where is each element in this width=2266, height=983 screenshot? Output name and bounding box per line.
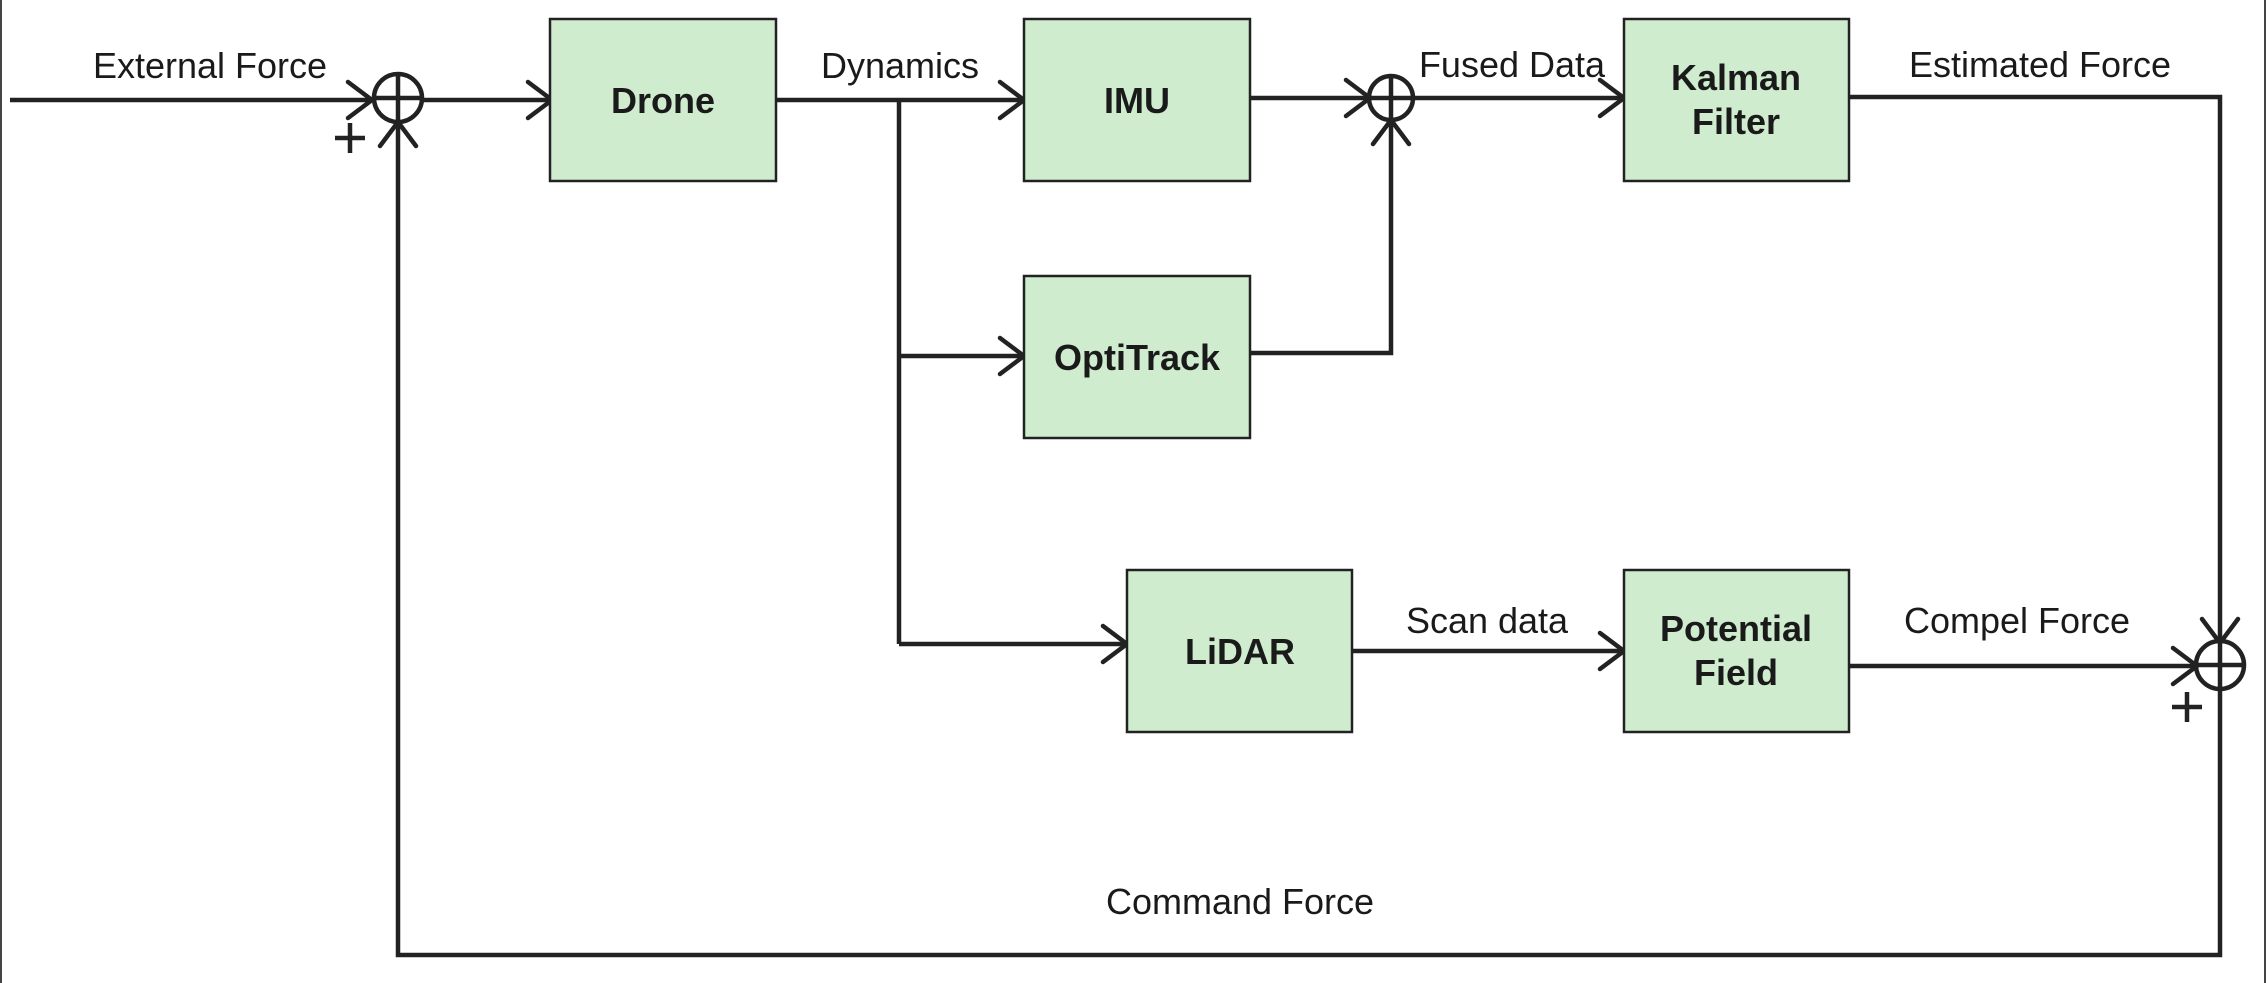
summing-junction-2 xyxy=(1366,73,1416,123)
plus-sign-sum3 xyxy=(2172,692,2202,722)
label-estimated-force: Estimated Force xyxy=(1909,44,2171,85)
block-potential-label-line2: Field xyxy=(1694,652,1778,693)
label-fused-data: Fused Data xyxy=(1419,44,1606,85)
block-optitrack-label: OptiTrack xyxy=(1054,337,1221,378)
block-imu: IMU xyxy=(1022,17,1252,183)
block-potential-field: Potential Field xyxy=(1622,568,1851,734)
block-lidar-label: LiDAR xyxy=(1185,631,1295,672)
right-border xyxy=(2264,0,2266,983)
label-compel-force: Compel Force xyxy=(1904,600,2130,641)
wire-estimated-force xyxy=(1849,94,2223,641)
label-dynamics: Dynamics xyxy=(821,45,979,86)
summing-junction-1 xyxy=(371,71,425,125)
label-external-force: External Force xyxy=(93,45,327,86)
summing-junction-3 xyxy=(2193,638,2247,692)
block-drone: Drone xyxy=(548,17,778,183)
plus-sign-sum1 xyxy=(335,123,365,153)
block-kalman-label-line1: Kalman xyxy=(1671,57,1801,98)
label-scan-data: Scan data xyxy=(1406,600,1569,641)
wire-optitrack-to-sum2 xyxy=(1250,121,1394,356)
label-command-force: Command Force xyxy=(1106,881,1374,922)
block-imu-label: IMU xyxy=(1104,80,1170,121)
left-border xyxy=(0,0,2,983)
block-kalman-filter: Kalman Filter xyxy=(1622,17,1851,183)
block-potential-label-line1: Potential xyxy=(1660,608,1812,649)
wire-command-force xyxy=(395,123,2223,958)
block-kalman-label-line2: Filter xyxy=(1692,101,1780,142)
block-optitrack: OptiTrack xyxy=(1022,274,1252,440)
block-lidar: LiDAR xyxy=(1125,568,1354,734)
block-drone-label: Drone xyxy=(611,80,715,121)
